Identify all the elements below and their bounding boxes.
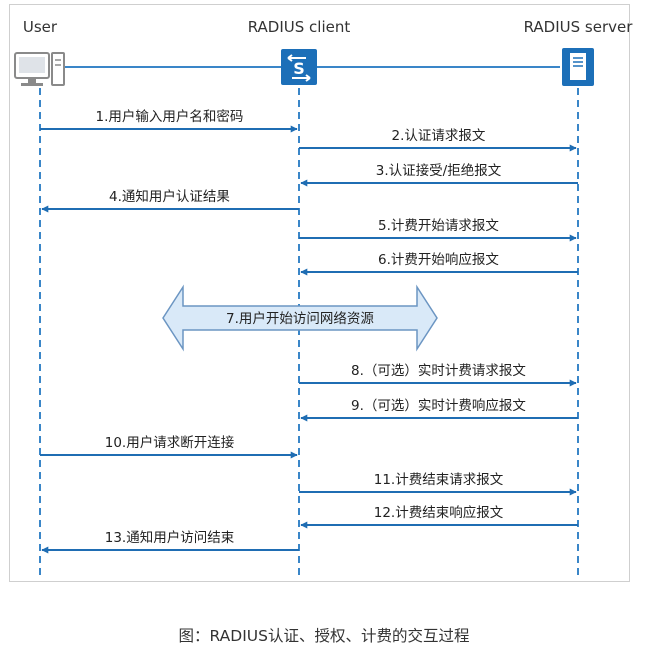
participant-radius-server-label: RADIUS server	[524, 18, 634, 36]
message-12: 12.计费结束响应报文	[300, 504, 578, 529]
message-label: 10.用户请求断开连接	[105, 434, 234, 451]
message-11: 11.计费结束请求报文	[299, 472, 577, 496]
message-7: 7.用户开始访问网络资源	[162, 284, 438, 352]
switch-icon: S	[281, 49, 317, 85]
message-label: 5.计费开始请求报文	[378, 218, 499, 234]
double-arrow-block	[162, 284, 438, 352]
message-10: 10.用户请求断开连接	[40, 434, 298, 459]
message-2: 2.认证请求报文	[299, 128, 577, 152]
message-label: 13.通知用户访问结束	[105, 529, 235, 546]
sequence-diagram: User RADIUS client RADIUS server S 1.用户输…	[14, 18, 634, 576]
message-label: 8.（可选）实时计费请求报文	[351, 363, 526, 379]
message-3: 3.认证接受/拒绝报文	[300, 162, 578, 187]
server-icon	[562, 48, 594, 86]
message-6: 6.计费开始响应报文	[300, 251, 578, 276]
message-label: 4.通知用户认证结果	[109, 188, 230, 205]
message-label: 7.用户开始访问网络资源	[226, 310, 374, 327]
participant-user-label: User	[23, 18, 58, 36]
message-label: 2.认证请求报文	[392, 128, 486, 144]
message-13: 13.通知用户访问结束	[41, 529, 299, 554]
computer-icon	[14, 52, 65, 86]
message-1: 1.用户输入用户名和密码	[40, 108, 298, 133]
diagram-frame	[9, 4, 630, 582]
svg-text:S: S	[293, 59, 305, 78]
message-label: 1.用户输入用户名和密码	[96, 108, 244, 125]
message-label: 9.（可选）实时计费响应报文	[351, 397, 526, 414]
message-label: 12.计费结束响应报文	[374, 504, 504, 521]
message-8: 8.（可选）实时计费请求报文	[299, 363, 577, 387]
message-9: 9.（可选）实时计费响应报文	[300, 397, 578, 422]
message-label: 11.计费结束请求报文	[374, 472, 504, 488]
message-label: 6.计费开始响应报文	[378, 251, 499, 268]
figure-caption: 图：RADIUS认证、授权、计费的交互过程	[178, 627, 470, 645]
message-label: 3.认证接受/拒绝报文	[376, 162, 502, 179]
participant-radius-client-label: RADIUS client	[248, 18, 351, 36]
message-5: 5.计费开始请求报文	[299, 218, 577, 242]
message-4: 4.通知用户认证结果	[41, 188, 299, 213]
messages-layer: 1.用户输入用户名和密码 2.认证请求报文 3.认证接受/拒绝报文 4.通知用户认证结…	[40, 108, 578, 554]
